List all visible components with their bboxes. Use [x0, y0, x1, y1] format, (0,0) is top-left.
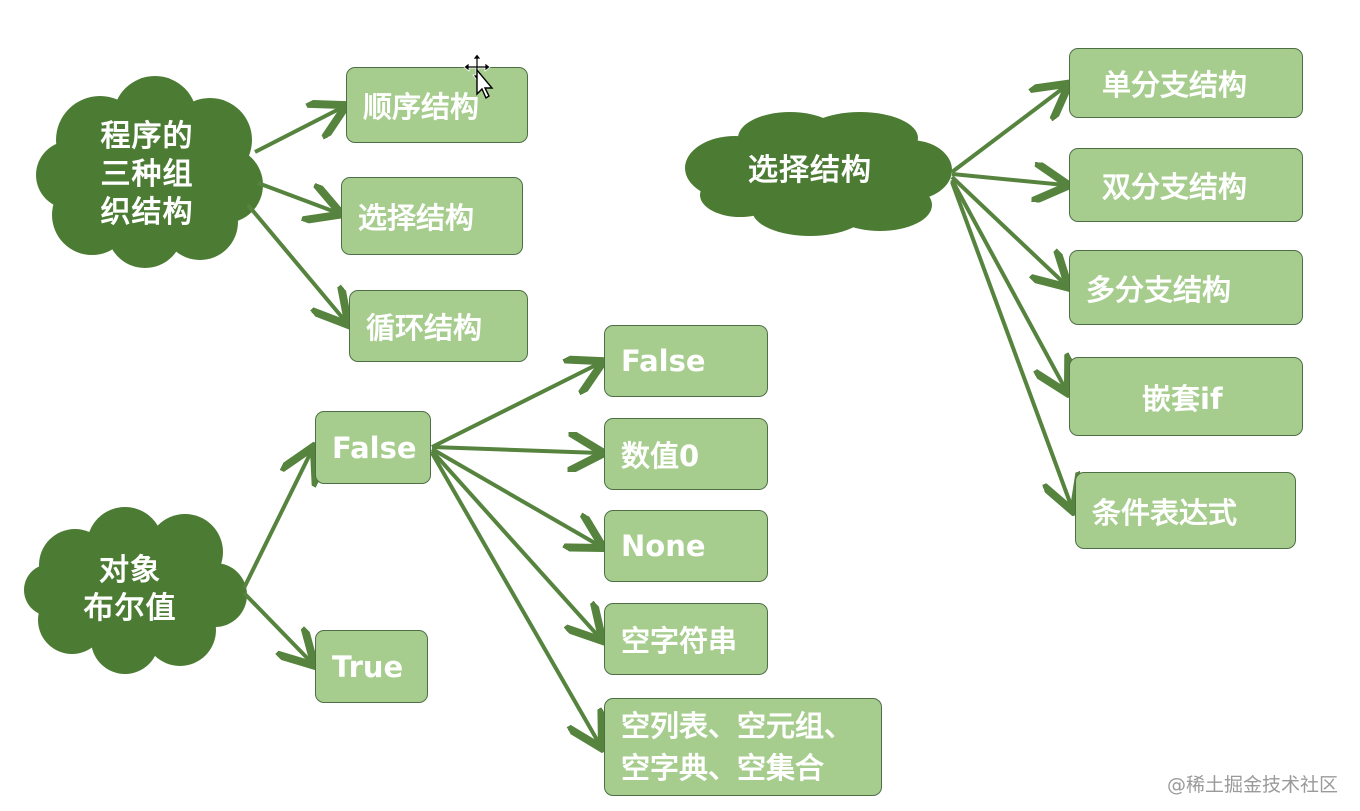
arrow-choice-nested — [950, 179, 1066, 390]
cloud-label-bool: 对象 布尔值 — [83, 553, 177, 626]
arrow-program-selection — [257, 181, 338, 213]
watermark: @稀土掘金技术社区 — [1166, 774, 1338, 796]
node-ternary: 条件表达式 — [1075, 472, 1296, 549]
node-false: False — [315, 411, 431, 484]
cloud-label-choice: 选择结构 — [748, 153, 872, 188]
node-empty-string: 空字符串 — [604, 603, 768, 675]
arrow-program-sequence — [254, 107, 343, 154]
node-loop: 循环结构 — [349, 290, 528, 362]
node-true: True — [315, 630, 428, 703]
arrow-choice-single — [950, 86, 1066, 174]
arrow-false-zero — [431, 447, 600, 453]
arrow-choice-ternary — [950, 181, 1072, 508]
node-selection: 选择结构 — [341, 177, 523, 255]
node-sequence: 顺序结构 — [346, 67, 528, 143]
arrow-choice-multi — [950, 175, 1066, 285]
cloud-shape-choice — [685, 112, 952, 236]
node-double-branch: 双分支结构 — [1069, 148, 1303, 222]
node-multi-branch: 多分支结构 — [1069, 250, 1303, 325]
arrow-false-false — [431, 363, 600, 449]
arrow-false-empty-string — [430, 449, 600, 638]
node-empty-containers: 空列表、空元组、空字典、空集合 — [604, 698, 882, 796]
arrow-false-none — [430, 447, 600, 546]
cloud-shape-program — [36, 76, 263, 268]
cloud-label-program: 程序的 三种组 织结构 — [100, 119, 194, 230]
arrow-false-empty-containers — [430, 452, 600, 745]
move-cursor-icon — [463, 54, 494, 100]
node-none-value: None — [604, 510, 768, 582]
cloud-shape-bool — [24, 507, 247, 674]
node-zero-value: 数值0 — [604, 418, 768, 490]
arrow-bool-false — [242, 450, 312, 589]
node-false-value: False — [604, 325, 768, 397]
node-nested-if: 嵌套if — [1069, 357, 1303, 436]
node-single-branch: 单分支结构 — [1069, 48, 1303, 118]
arrow-program-loop — [246, 203, 346, 322]
arrow-bool-true — [242, 591, 312, 663]
arrow-choice-double — [951, 174, 1065, 185]
